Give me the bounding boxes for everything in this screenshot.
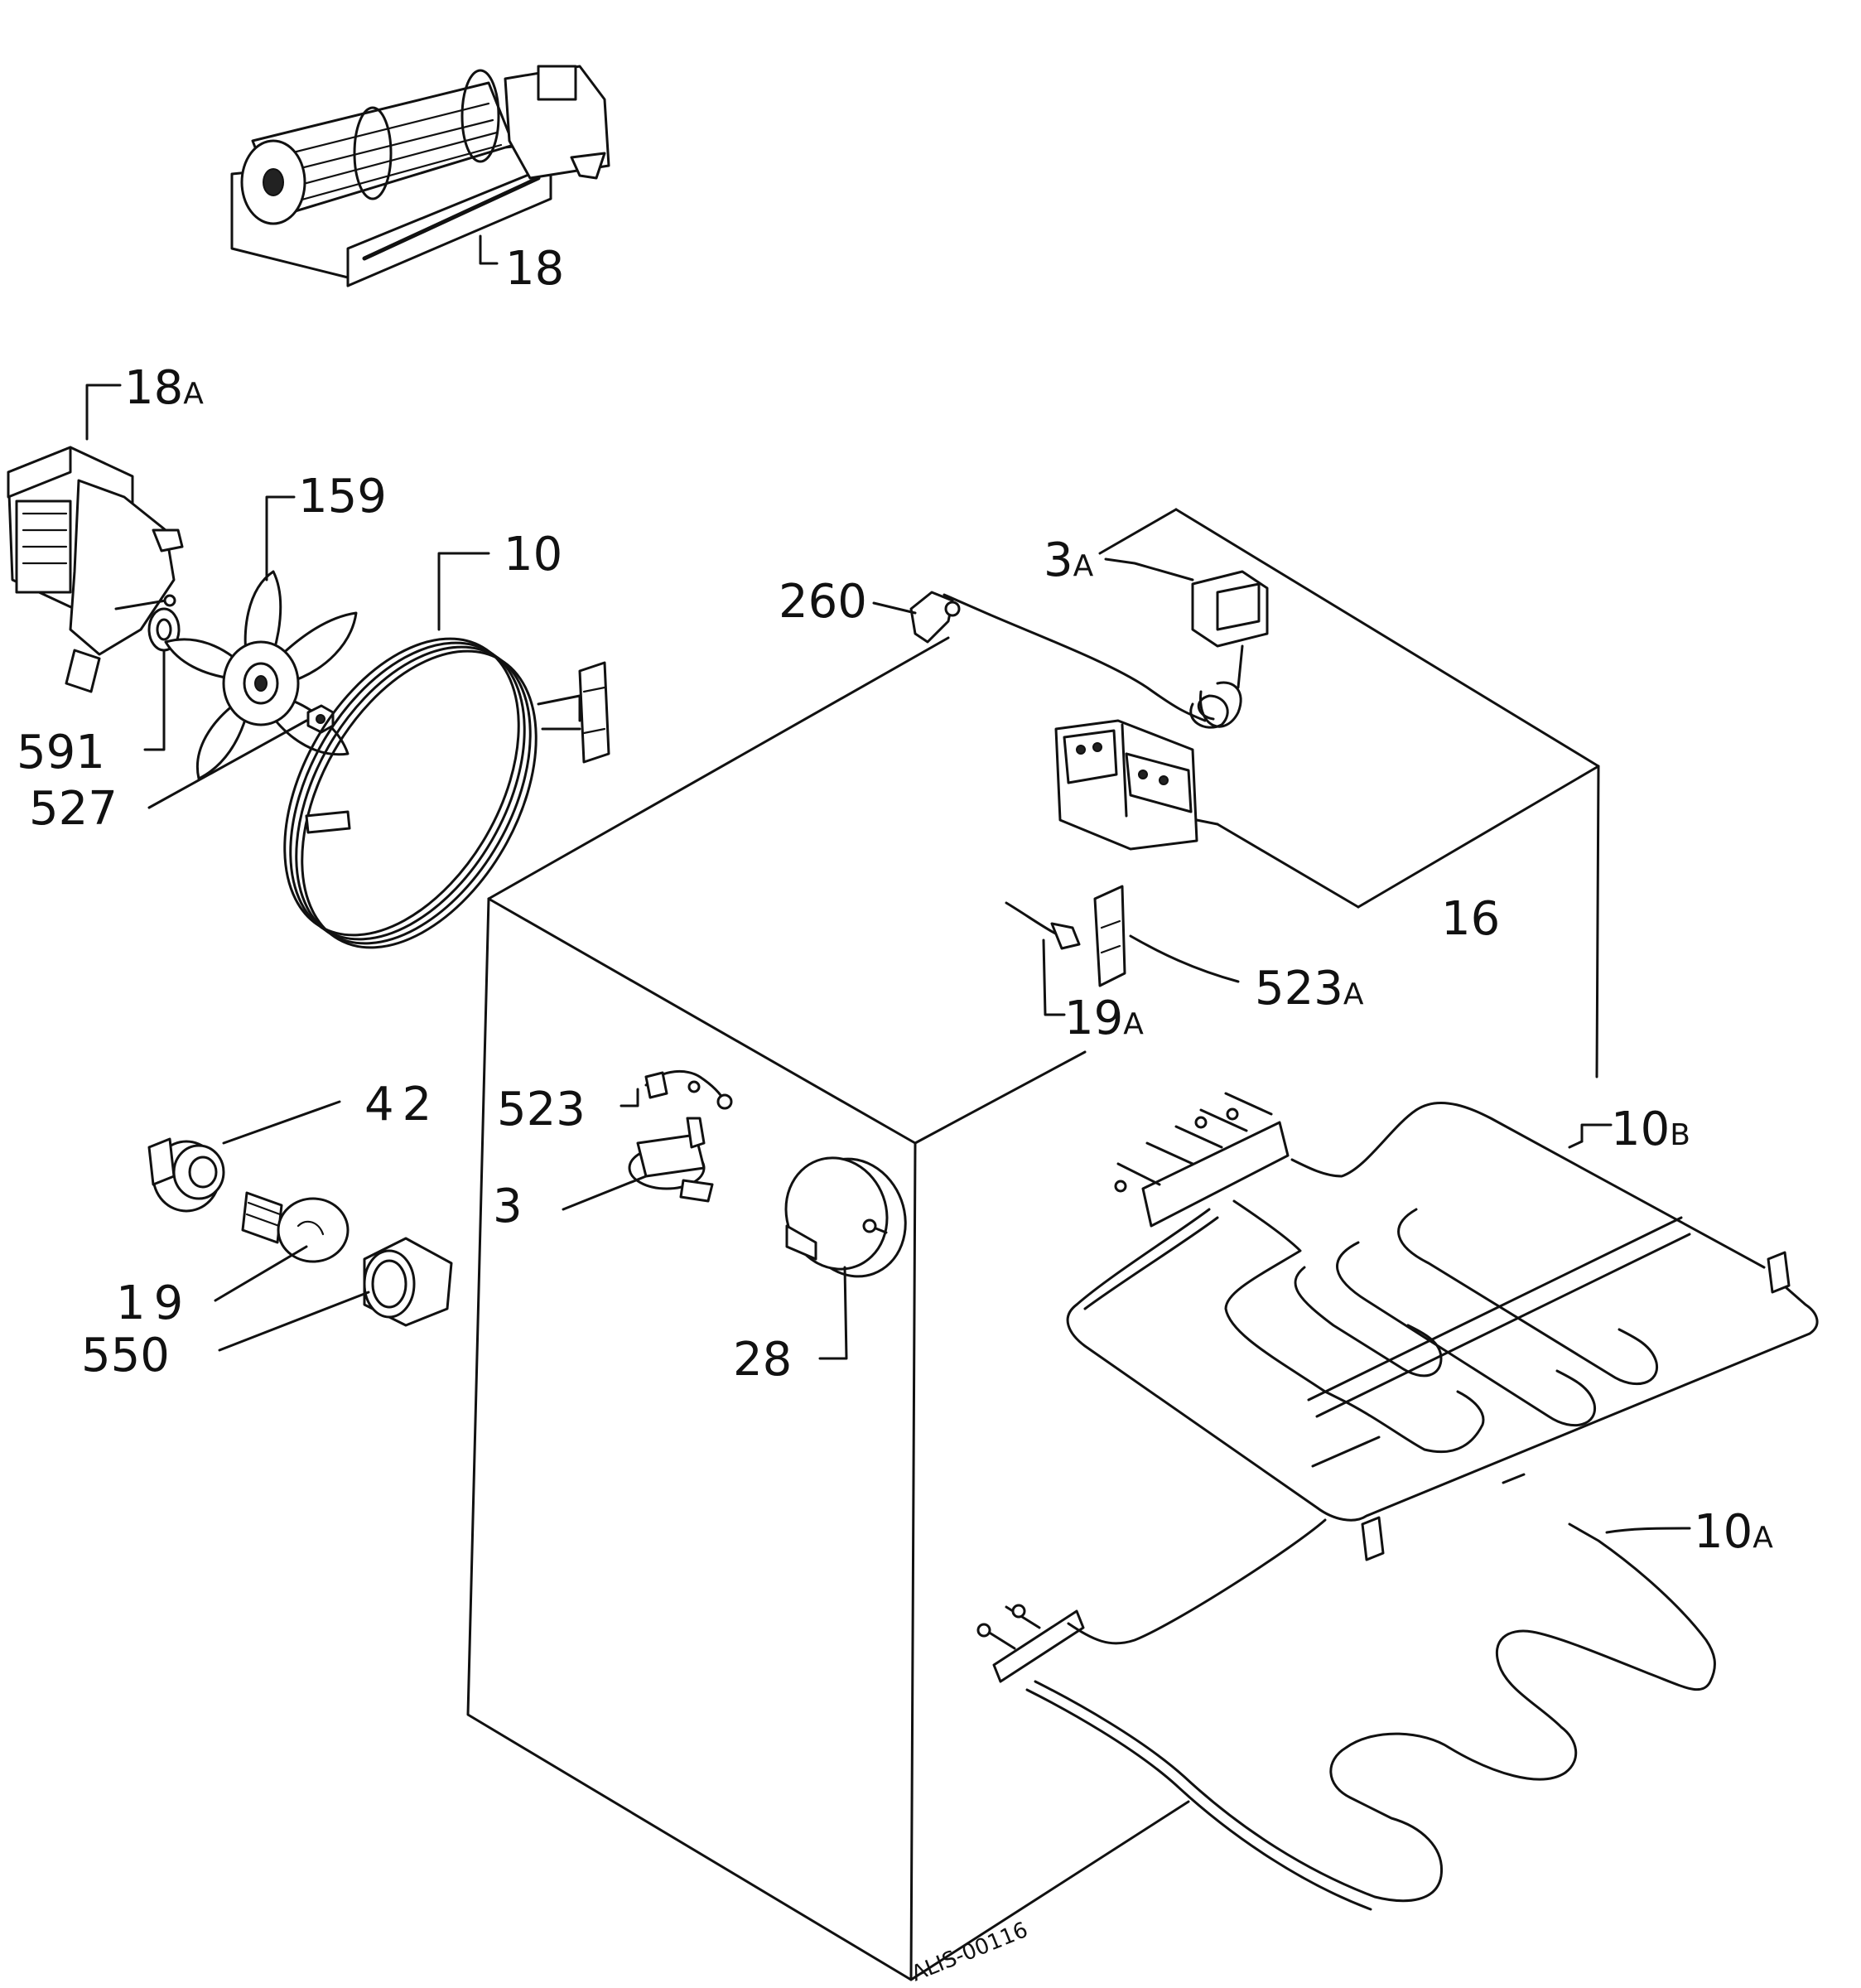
grill-element-part-10b [1066, 1092, 1819, 1561]
label-550: 550 [81, 1329, 170, 1382]
fan-motor-part-18a [7, 446, 184, 693]
safety-thermostat-part-3 [628, 1117, 714, 1203]
label-260: 260 [779, 575, 867, 629]
label-10b: 10B [1611, 1103, 1690, 1156]
label-523: 523 [497, 1083, 586, 1136]
lamp-cover-part-550 [363, 1237, 453, 1327]
timer-motor-part-28 [784, 1156, 907, 1278]
label-19a: 19A [1064, 992, 1144, 1045]
label-3: 3 [493, 1180, 523, 1233]
oven-cabinet [466, 508, 1600, 1981]
part-labels: 18 18A 159 10 591 527 260 3A 16 523A 19A… [17, 242, 1773, 1986]
label-10a: 10A [1694, 1505, 1773, 1559]
label-28: 28 [733, 1333, 792, 1387]
lamp-bulb-part-19 [241, 1191, 350, 1263]
lamp-clip-part-523 [644, 1069, 733, 1110]
tangential-fan-part-18 [230, 65, 610, 287]
label-19: 19 [116, 1276, 191, 1330]
label-3a: 3A [1044, 533, 1094, 587]
bottom-element-part-10a [976, 1518, 1716, 1911]
selector-switch-part-16 [1054, 719, 1219, 851]
label-527: 527 [29, 782, 118, 836]
clip-part-523a [1093, 885, 1126, 987]
label-18a: 18A [124, 361, 204, 415]
lamp-socket-part-42 [147, 1137, 225, 1213]
lamp-wire-part-19a [1005, 901, 1081, 950]
thermostat-part-3a [1189, 570, 1269, 729]
label-18: 18 [505, 242, 564, 296]
label-42: 42 [364, 1078, 440, 1132]
leader-lines [85, 234, 1691, 1534]
label-10: 10 [504, 528, 562, 581]
label-591: 591 [17, 726, 105, 779]
label-16: 16 [1441, 892, 1500, 946]
label-523a: 523A [1255, 962, 1364, 1016]
thermostat-sensor-part-260 [909, 591, 1207, 722]
circular-heating-element-part-10 [283, 637, 610, 949]
label-159: 159 [298, 470, 387, 524]
drawing-code: ALIS-00116 [908, 1918, 1031, 1986]
